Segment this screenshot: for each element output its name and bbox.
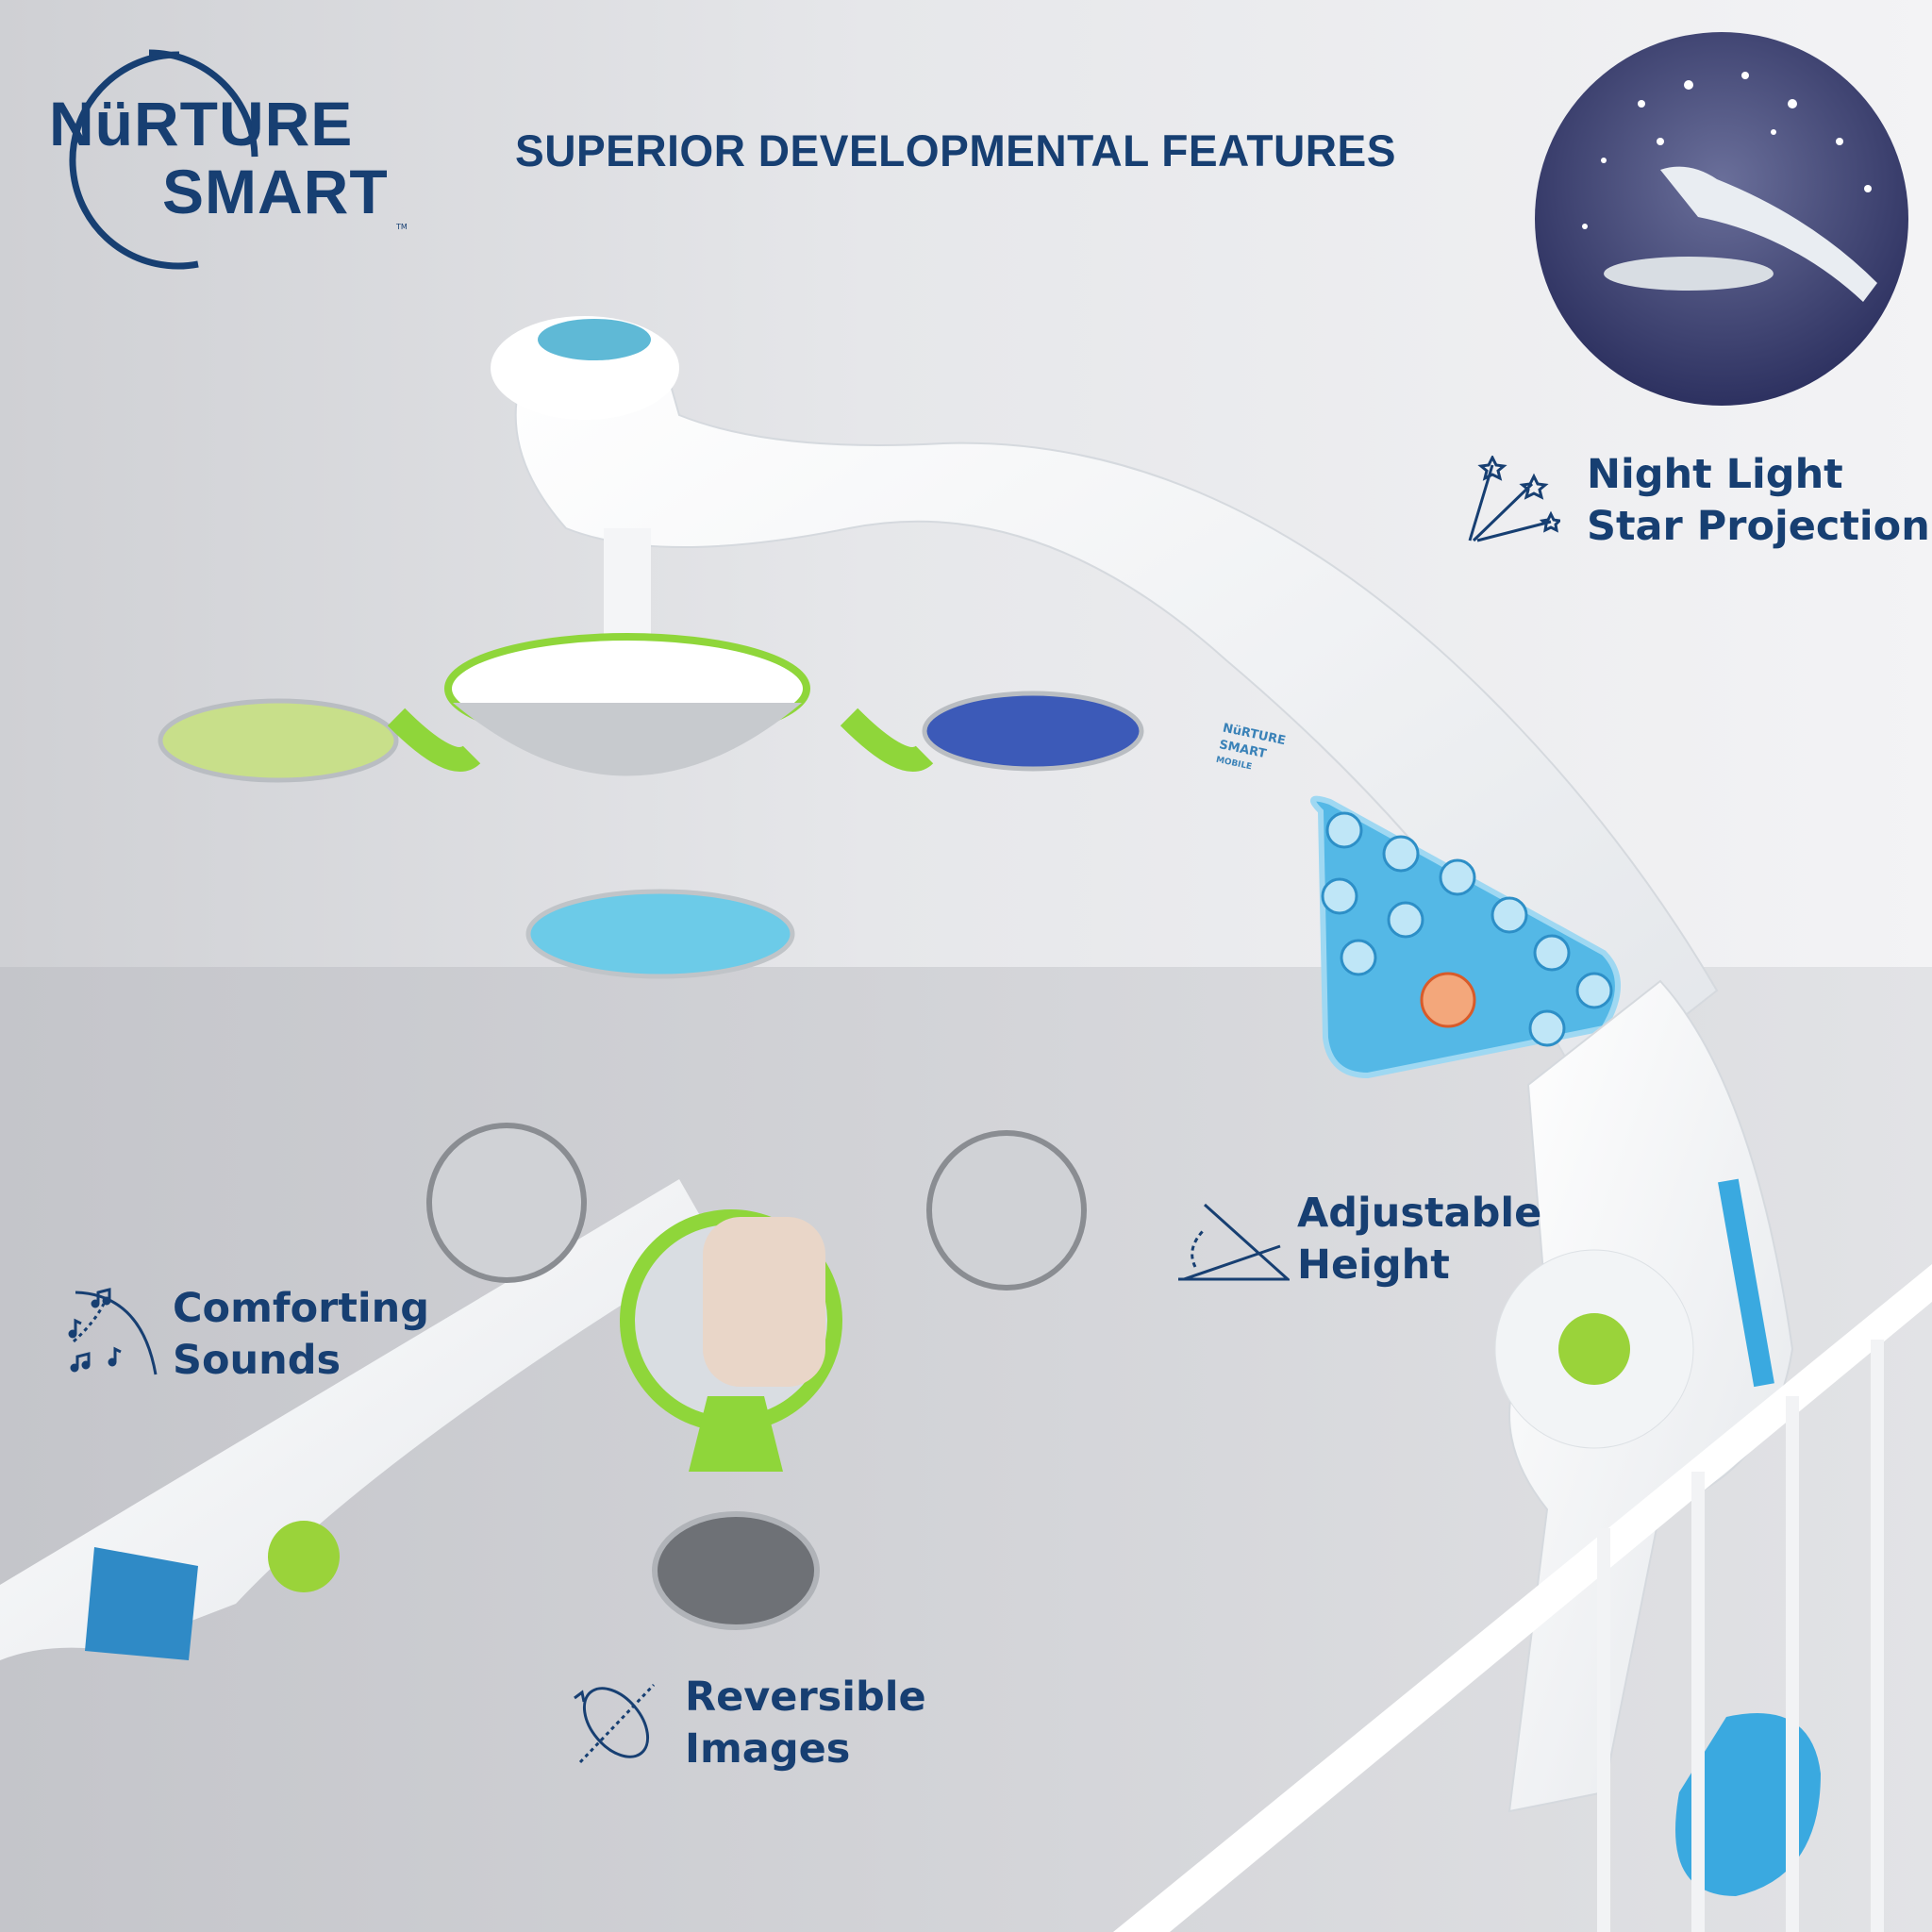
baby-photo	[703, 1217, 825, 1387]
card-diamond	[652, 1511, 820, 1630]
brand-logo-ring	[69, 49, 258, 270]
shooting-stars-icon	[1468, 456, 1560, 542]
hub-dome	[453, 703, 802, 776]
hub-stem	[604, 528, 651, 651]
projector-lens	[538, 319, 651, 360]
feature-reversible-images: Reversible Images	[685, 1672, 926, 1775]
feature-line: Night Light	[1587, 451, 1843, 498]
left-blue-part	[85, 1547, 198, 1660]
feature-comforting-sounds: Comforting Sounds	[173, 1283, 429, 1387]
projected-stars	[1582, 72, 1872, 229]
toy-fish	[525, 889, 795, 979]
card-spiral	[426, 1123, 587, 1283]
card-smile	[926, 1130, 1087, 1291]
trademark: TM	[396, 223, 408, 231]
music-notes-icon	[68, 1288, 158, 1375]
crib-rails	[1113, 1264, 1932, 1932]
brand-logo-line2: SMART	[162, 157, 389, 226]
feature-line: Height	[1297, 1241, 1450, 1289]
knob-button	[1558, 1313, 1630, 1385]
control-buttons	[1321, 811, 1613, 1047]
feature-line: Reversible	[685, 1674, 926, 1721]
toy-star	[922, 691, 1144, 772]
blue-stripe	[1718, 1178, 1774, 1388]
feature-line: Images	[685, 1725, 851, 1773]
toy-bear	[158, 698, 399, 783]
lower-arm	[0, 1179, 717, 1660]
feature-adjustable-height: Adjustable Height	[1297, 1188, 1541, 1291]
speaker-grille	[268, 1521, 340, 1592]
feature-line: Star Projection	[1587, 503, 1930, 550]
angle-adjust-icon	[1178, 1203, 1290, 1281]
feature-line: Adjustable	[1297, 1190, 1542, 1237]
feature-night-light: Night Light Star Projection	[1587, 449, 1930, 553]
feature-line: Sounds	[173, 1337, 341, 1384]
brand-logo-line1: NüRTURE	[49, 89, 354, 158]
feature-line: Comforting	[173, 1285, 430, 1332]
blue-clamp	[1675, 1713, 1821, 1896]
page-title: SUPERIOR DEVELOPMENTAL FEATURES	[515, 125, 1396, 175]
rotate-disc-icon	[574, 1683, 656, 1764]
